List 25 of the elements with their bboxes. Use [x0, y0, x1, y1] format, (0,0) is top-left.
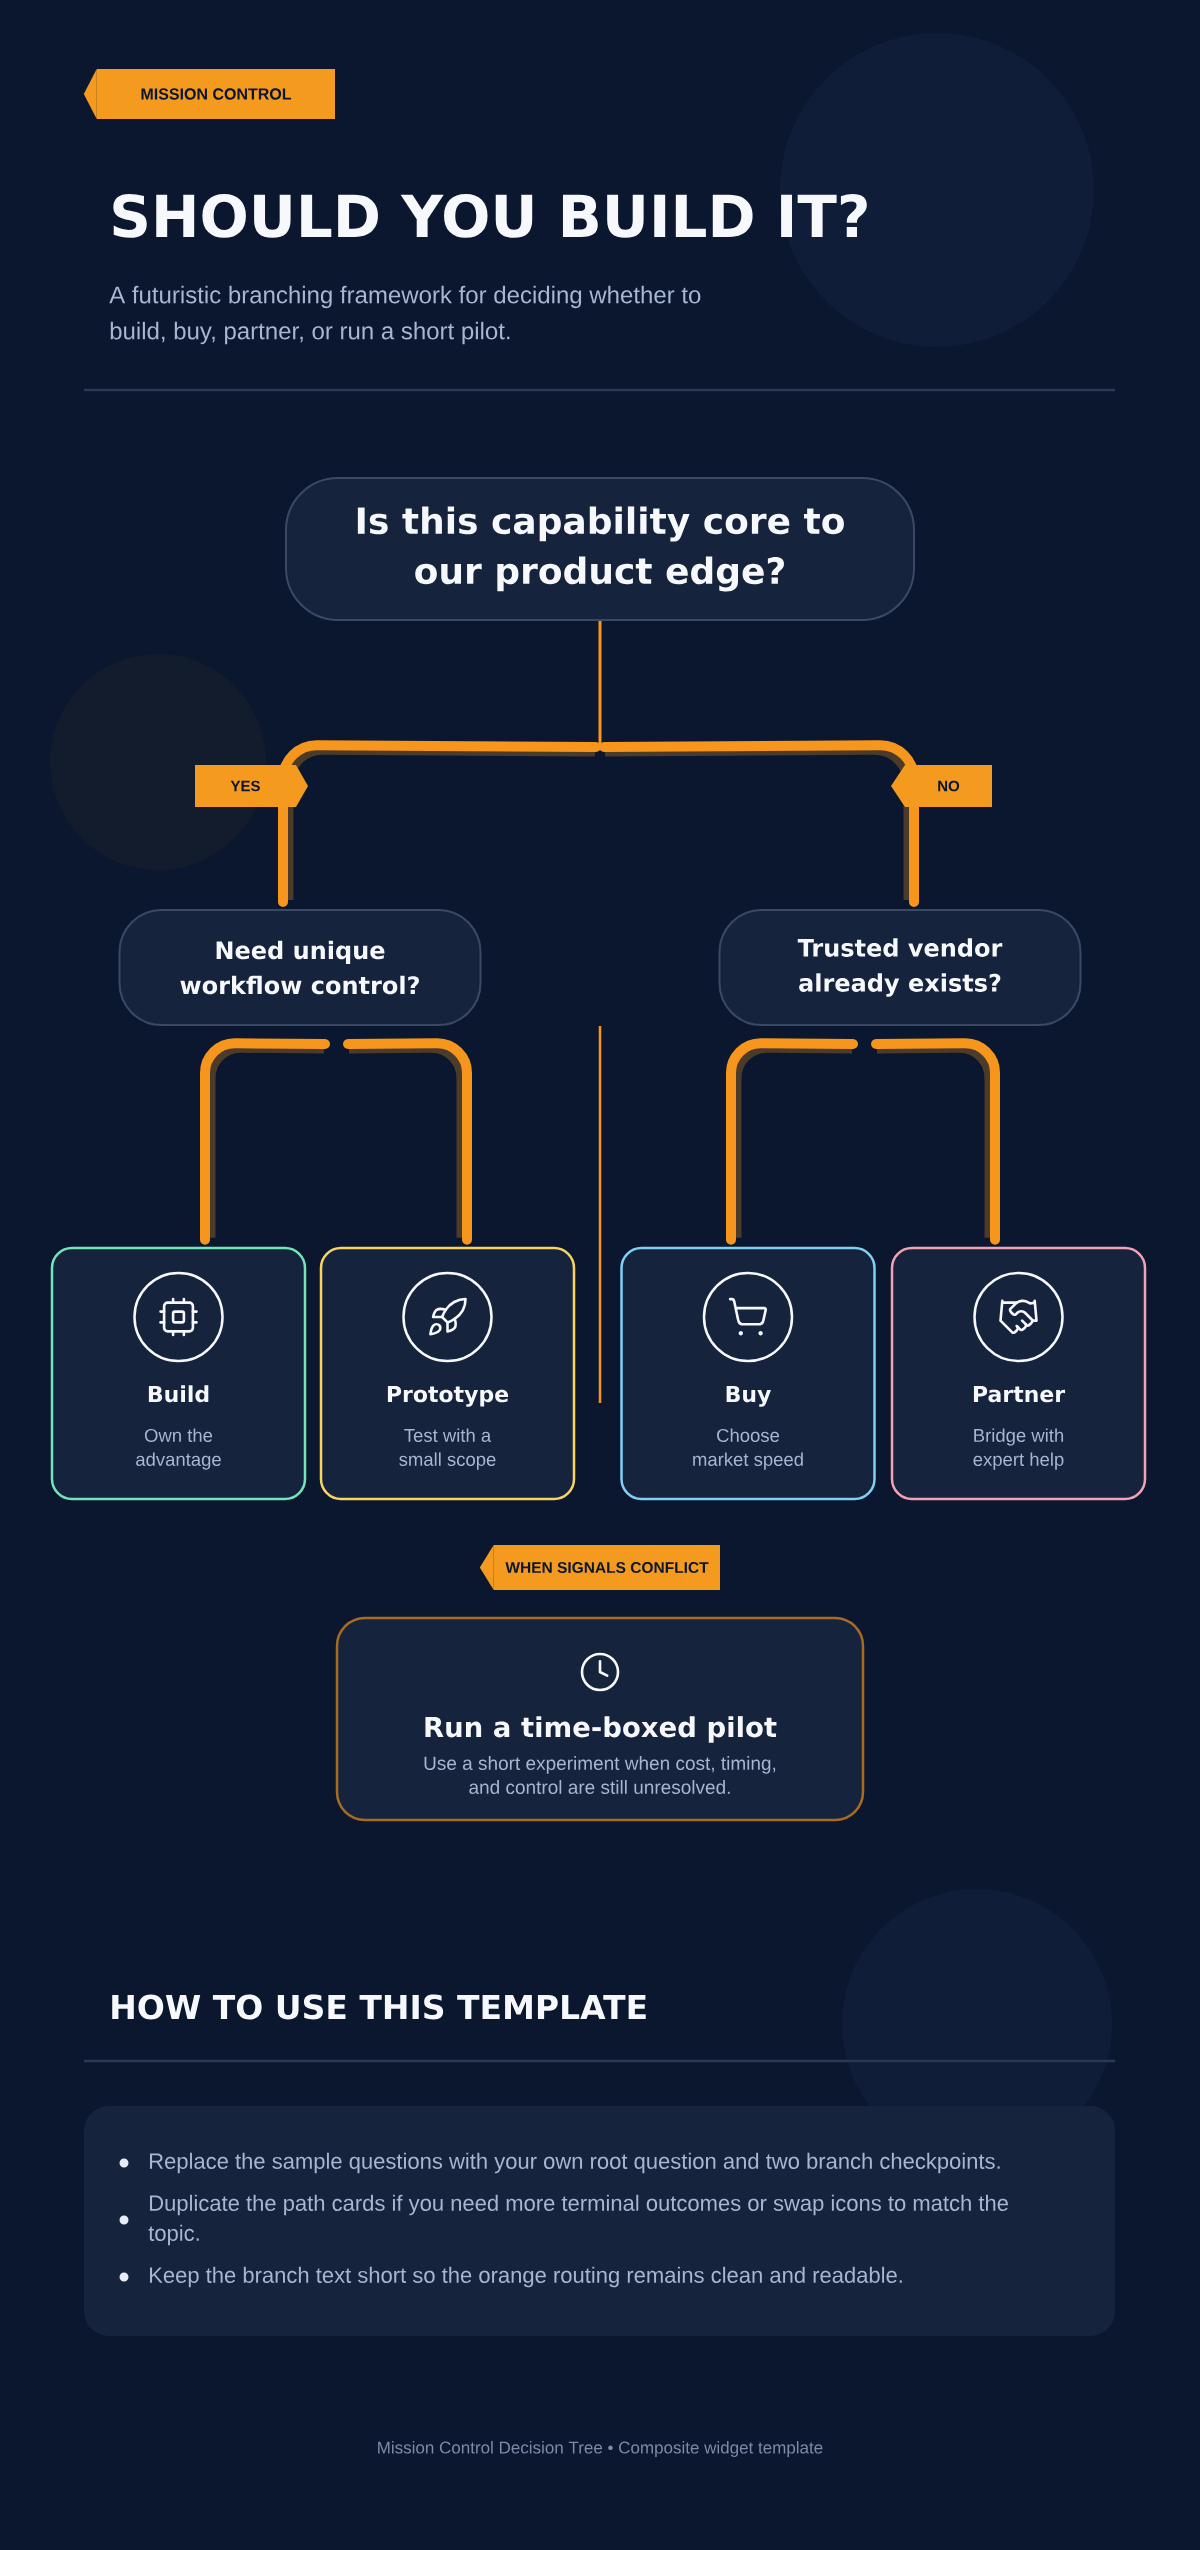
list-item: Replace the sample questions with your own root question and two branch checkpoints. — [150, 2152, 1000, 2174]
footer-text: Mission Control Decision Tree • Composite widget template — [378, 2441, 823, 2457]
outcome-card: Buy Choose market speed — [620, 1246, 876, 1501]
branch-connector — [200, 1038, 330, 1245]
tag: MISSION CONTROL — [83, 68, 335, 120]
edge-label: YES — [195, 765, 308, 807]
edge-label: NO — [891, 765, 992, 807]
subtitle: A futuristic branching framework for deciding whether to build, buy, partner, or run a short pilot. — [109, 285, 701, 345]
title: SHOULD YOU BUILD IT? — [113, 193, 867, 238]
branch-connector — [599, 740, 919, 907]
decision-box: Need unique workflow control? — [118, 909, 482, 1026]
outcome-card: Partner Bridge with expert help — [890, 1246, 1147, 1501]
list-item: Keep the branch text short so the orange routing remains clean and readable. — [150, 2266, 902, 2288]
list-item: Duplicate the path cards if you need more terminal outcomes or swap icons to match the topic. — [148, 2194, 1008, 2246]
branch-connector — [726, 1038, 858, 1245]
branch-connector — [343, 1038, 472, 1245]
branch-connector — [871, 1038, 1000, 1245]
tag: WHEN SIGNALS CONFLICT — [479, 1544, 720, 1591]
outcome-card: Build Own the advantage — [50, 1246, 307, 1501]
branch-connector — [278, 740, 601, 907]
decision-box: Trusted vendor already exists? — [718, 909, 1082, 1026]
section-heading: HOW TO USE THIS TEMPLATE — [112, 1994, 646, 2020]
outcome-card: Prototype Test with a small scope — [319, 1246, 576, 1501]
pilot-card: Run a time-boxed pilot Use a short experiment when cost, timing, and control are still unresolved. — [335, 1616, 865, 1822]
decision-box: Is this capability core to our product edge? — [285, 477, 915, 621]
